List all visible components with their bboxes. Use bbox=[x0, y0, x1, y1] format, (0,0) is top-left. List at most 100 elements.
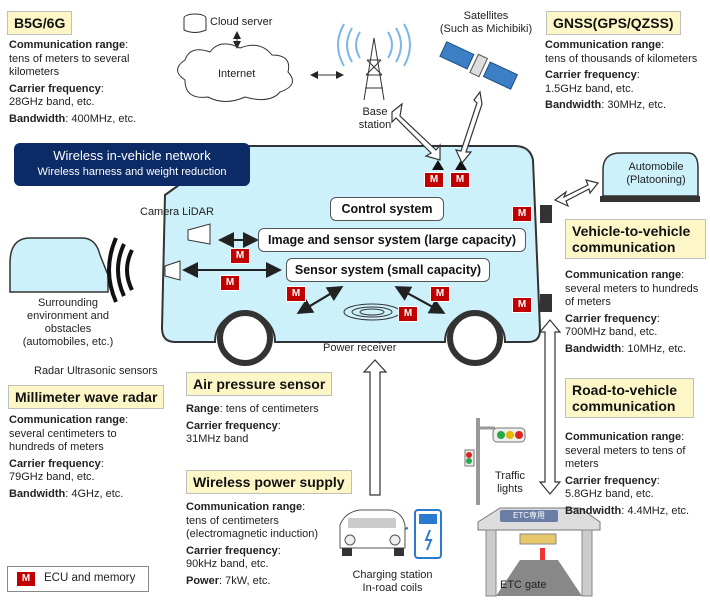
image-sensor-system-box: Image and sensor system (large capacity) bbox=[258, 228, 526, 252]
gnss-range-label: Communication range bbox=[545, 39, 662, 51]
v2v-arrow bbox=[553, 179, 600, 208]
wps-title: Wireless power supply bbox=[186, 470, 352, 494]
surrounding-label: Surrounding environment and obstacles (a… bbox=[22, 297, 114, 348]
mmwave-title: Millimeter wave radar bbox=[8, 385, 165, 409]
internet-label: Internet bbox=[218, 68, 256, 80]
b5g-freq-value: 28GHz band, etc. bbox=[9, 96, 95, 108]
r2v-freq-label: Carrier frequency bbox=[565, 474, 657, 487]
r2v-arrow bbox=[538, 319, 562, 495]
mmwave-bw-label: Bandwidth bbox=[9, 487, 66, 500]
r2v-title: Road-to-vehicle communication bbox=[565, 378, 694, 418]
r2v-bw-value: 4.4MHz, etc. bbox=[627, 504, 690, 517]
roof-antenna-2 bbox=[455, 160, 467, 170]
b5g-range-value: tens of meters to several kilometers bbox=[9, 52, 130, 79]
ecu-marker: M bbox=[286, 286, 306, 302]
v2v-title: Vehicle-to-vehicle communication bbox=[565, 219, 706, 259]
traffic-light-icon bbox=[464, 418, 526, 505]
v2v-range-value: several meters to hundreds of meters bbox=[565, 282, 699, 309]
base-station-tower-icon bbox=[363, 37, 385, 101]
wps-range-label: Communication range bbox=[186, 501, 303, 513]
surrounding-car-icon bbox=[9, 237, 109, 293]
gnss-range-value: tens of thousands of kilometers bbox=[545, 52, 698, 65]
in-vehicle-sub: Wireless harness and weight reduction bbox=[37, 166, 227, 178]
v2v-range-label: Communication range bbox=[565, 269, 682, 281]
internal-arrows bbox=[182, 232, 446, 315]
in-vehicle-title: Wireless in-vehicle network bbox=[53, 148, 211, 163]
gnss-title: GNSS(GPS/QZSS) bbox=[546, 11, 681, 35]
legend-box: M ECU and memory bbox=[7, 566, 149, 592]
wps-freq-label: Carrier frequency bbox=[186, 544, 278, 557]
ecu-marker: M bbox=[220, 275, 240, 291]
camera-lidar-label: Camera LiDAR bbox=[140, 206, 214, 218]
ecu-marker: M bbox=[398, 306, 418, 322]
air-title: Air pressure sensor bbox=[186, 372, 333, 396]
b5g-freq-label: Carrier frequency bbox=[9, 82, 101, 95]
charging-station-label: Charging station In-road coils bbox=[352, 569, 433, 594]
r2v-range-value: several meters to tens of meters bbox=[565, 444, 686, 471]
wps-range-value: tens of centimeters (electromagnetic ind… bbox=[186, 514, 319, 541]
b5g-range-label: Communication range bbox=[9, 39, 126, 51]
radar-sensor-icon bbox=[164, 260, 181, 281]
front-wheel bbox=[217, 310, 273, 366]
etc-sign: ETC専用 bbox=[513, 511, 545, 520]
satellite-icon bbox=[439, 41, 519, 90]
r2v-spec: Communication range:several meters to te… bbox=[565, 431, 690, 517]
r2v-freq-value: 5.8GHz band, etc. bbox=[565, 488, 654, 500]
power-receiver-label: Power receiver bbox=[323, 342, 397, 354]
b5g-title: B5G/6G bbox=[7, 11, 73, 35]
gnss-freq-label: Carrier frequency bbox=[545, 69, 637, 81]
v2v-freq-value: 700MHz band, etc. bbox=[565, 326, 658, 338]
gnss-spec: Communication range:tens of thousands of… bbox=[545, 39, 698, 111]
ecu-marker: M bbox=[450, 172, 470, 188]
legend-ecu-marker: M bbox=[16, 571, 36, 587]
b5g-spec: Communication range:tens of meters to se… bbox=[9, 39, 137, 125]
wps-spec: Communication range:tens of centimeters … bbox=[186, 501, 319, 587]
platoon-car-icon bbox=[602, 152, 699, 197]
r2v-bw-label: Bandwidth bbox=[565, 504, 622, 517]
gnss-bw-value: 30MHz, etc. bbox=[607, 99, 667, 111]
traffic-lights-label: Traffic lights bbox=[495, 470, 525, 495]
rear-wheel bbox=[447, 310, 503, 366]
v2v-bw-label: Bandwidth bbox=[565, 342, 622, 355]
ecu-marker: M bbox=[512, 297, 532, 313]
mmwave-bw-value: 4GHz, etc. bbox=[71, 487, 124, 500]
in-vehicle-network-box: Wireless in-vehicle network Wireless har… bbox=[14, 143, 250, 186]
wps-power-value: 7kW, etc. bbox=[225, 574, 271, 587]
air-spec: Range: tens of centimeters Carrier frequ… bbox=[186, 403, 319, 445]
mmwave-freq-label: Carrier frequency bbox=[9, 457, 101, 470]
server-icon bbox=[183, 13, 207, 33]
satellites-title: Satellites bbox=[463, 10, 509, 22]
wps-power-label: Power bbox=[186, 574, 220, 587]
legend-label: ECU and memory bbox=[44, 572, 136, 584]
roof-antenna-1 bbox=[432, 160, 444, 170]
uplink-arrows bbox=[391, 90, 483, 165]
air-freq-label: Carrier frequency bbox=[186, 419, 278, 432]
internet-cloud-icon bbox=[177, 43, 293, 102]
mmwave-spec: Communication range:several centimeters … bbox=[9, 414, 129, 500]
ecu-marker: M bbox=[430, 286, 450, 302]
v2v-bw-value: 10MHz, etc. bbox=[627, 342, 687, 355]
v2v-freq-label: Carrier frequency bbox=[565, 312, 657, 325]
power-arrow bbox=[362, 359, 388, 496]
rear-sensor-top bbox=[540, 205, 552, 223]
b5g-bw-value: 400MHz, etc. bbox=[71, 112, 137, 125]
satellites-label: Satellites (Such as Michibiki) bbox=[426, 10, 546, 36]
rear-sensor-bottom bbox=[540, 294, 552, 312]
b5g-bw-label: Bandwidth bbox=[9, 112, 66, 125]
automobile-platooning-label: Automobile (Platooning) bbox=[626, 161, 686, 186]
charging-station-icon bbox=[398, 509, 442, 559]
ecu-marker: M bbox=[424, 172, 444, 188]
mmwave-freq-value: 79GHz band, etc. bbox=[9, 471, 95, 483]
mmwave-range-value: several centimeters to hundreds of meter… bbox=[9, 427, 117, 454]
v2v-spec: Communication range:several meters to hu… bbox=[565, 269, 699, 355]
mmwave-range-label: Communication range bbox=[9, 414, 126, 426]
control-system-box: Control system bbox=[330, 197, 444, 221]
ecu-marker: M bbox=[512, 206, 532, 222]
wps-freq-value: 90kHz band, etc. bbox=[186, 558, 269, 570]
radar-ultrasonic-label: Radar Ultrasonic sensors bbox=[34, 365, 158, 377]
cloud-server-label: Cloud server bbox=[210, 16, 273, 28]
air-range-value: tens of centimeters bbox=[225, 403, 319, 415]
etc-gate-label: ETC gate bbox=[500, 579, 547, 591]
sonar-waves-icon bbox=[107, 237, 134, 303]
gnss-freq-value: 1.5GHz band, etc. bbox=[545, 82, 634, 95]
